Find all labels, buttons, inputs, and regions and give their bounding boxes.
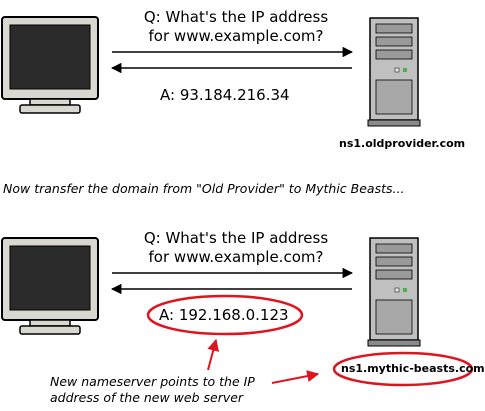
client-monitor-icon [1, 16, 99, 114]
server-highlight-ellipse [332, 351, 474, 387]
pointer-arrow-to-server [271, 370, 320, 384]
pointer-arrow-to-answer [207, 338, 220, 371]
dns-answer: A: 93.184.216.34 [160, 86, 290, 104]
question-line-1: Q: What's the IP address [143, 8, 329, 26]
server-tower-icon [367, 237, 421, 347]
answer-highlight-ellipse [146, 294, 304, 336]
server-tower-icon [367, 17, 421, 127]
server-label: ns1.oldprovider.com [339, 137, 466, 150]
explanation-note: New nameserver points to the IP address … [50, 374, 255, 406]
dns-answer: A: 192.168.0.123 [159, 306, 289, 324]
dns-question: Q: What's the IP address for www.example… [116, 8, 356, 46]
dns-question: Q: What's the IP address for www.example… [116, 229, 356, 267]
client-monitor-icon [1, 237, 99, 335]
server-label: ns1.mythic-beasts.com [341, 362, 485, 375]
question-line-2: for www.example.com? [148, 248, 324, 266]
question-line-1: Q: What's the IP address [143, 229, 329, 247]
diagram-canvas [1, 16, 474, 387]
question-line-2: for www.example.com? [148, 27, 324, 45]
transfer-caption: Now transfer the domain from "Old Provid… [3, 181, 405, 196]
note-line-2: address of the new web server [50, 390, 244, 405]
note-line-1: New nameserver points to the IP [50, 374, 255, 389]
